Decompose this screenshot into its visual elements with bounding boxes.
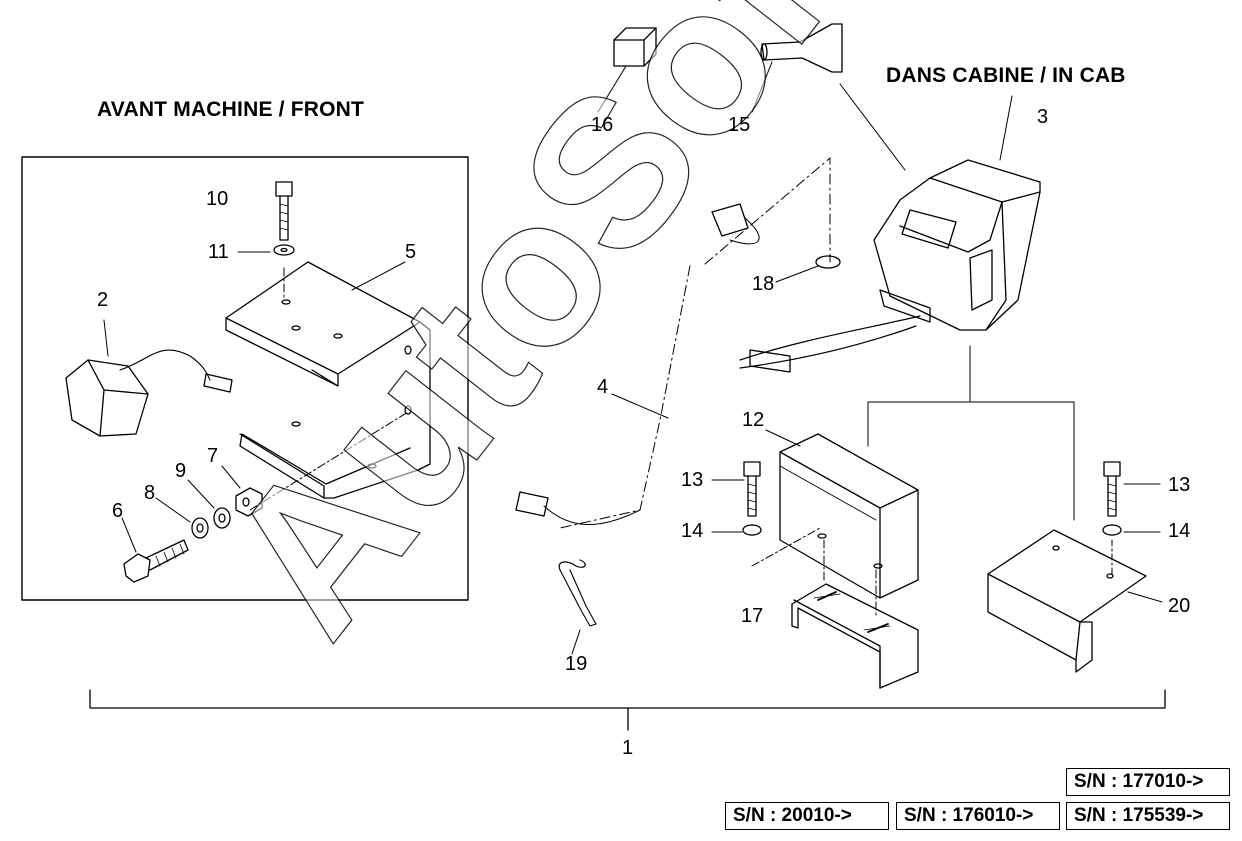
callout-14-right: 14 (1168, 520, 1191, 542)
part-11-washer (237, 244, 295, 256)
serial-box-177010: S/N : 177010-> (1066, 768, 1230, 796)
callout-1: 1 (622, 737, 634, 759)
part-15-grommet (751, 23, 906, 171)
serial-box-20010: S/N : 20010-> (725, 802, 889, 830)
part-19-strap (558, 559, 597, 655)
callout-19: 19 (565, 653, 588, 675)
callout-7: 7 (207, 445, 219, 467)
callout-5: 5 (405, 241, 417, 263)
serial-box-176010: S/N : 176010-> (896, 802, 1060, 830)
part-18-ring (815, 255, 841, 269)
callout-2: 2 (97, 289, 109, 311)
part-6-bolt (121, 517, 189, 583)
callout-11: 11 (208, 241, 229, 263)
callout-16: 16 (591, 114, 614, 136)
part-16-sleeve (597, 27, 657, 113)
part-14-washer-right (1102, 524, 1161, 536)
part-10-bolt (275, 181, 293, 241)
callout-4: 4 (597, 376, 609, 398)
part-3-monitor (873, 95, 1041, 331)
part-13-bolt-left (711, 461, 761, 517)
callout-6: 6 (112, 500, 124, 522)
part-8-washer (155, 497, 209, 539)
callout-10: 10 (206, 188, 229, 210)
callout-9: 9 (175, 460, 187, 482)
callout-8: 8 (144, 482, 156, 504)
part-9-washer (187, 479, 231, 529)
part-4-harness (515, 157, 921, 529)
connector-tree (867, 345, 1075, 521)
front-title: AVANT MACHINE / FRONT (97, 98, 365, 121)
cab-title: DANS CABINE / IN CAB (886, 64, 1126, 87)
callout-13-left: 13 (681, 469, 704, 491)
part-14-washer-left (711, 524, 762, 536)
callout-18: 18 (752, 273, 775, 295)
front-detail-frame (21, 156, 469, 601)
part-7-nut (221, 465, 263, 517)
callout-17: 17 (741, 605, 764, 627)
part-5-bracket (225, 261, 431, 511)
part-2-sensor (65, 319, 233, 437)
part-12-box (751, 429, 919, 619)
callout-13-right: 13 (1168, 474, 1191, 496)
callout-15: 15 (728, 114, 751, 136)
callout-14-left: 14 (681, 520, 704, 542)
callout-20: 20 (1168, 595, 1191, 617)
part-17-bracket (791, 583, 919, 689)
serial-box-175539: S/N : 175539-> (1066, 802, 1230, 830)
part-20-plate (987, 529, 1163, 673)
part-13-bolt-right (1103, 461, 1161, 517)
callout-3: 3 (1037, 106, 1049, 128)
callout-12: 12 (742, 409, 765, 431)
assembly-bracket (89, 689, 1166, 731)
